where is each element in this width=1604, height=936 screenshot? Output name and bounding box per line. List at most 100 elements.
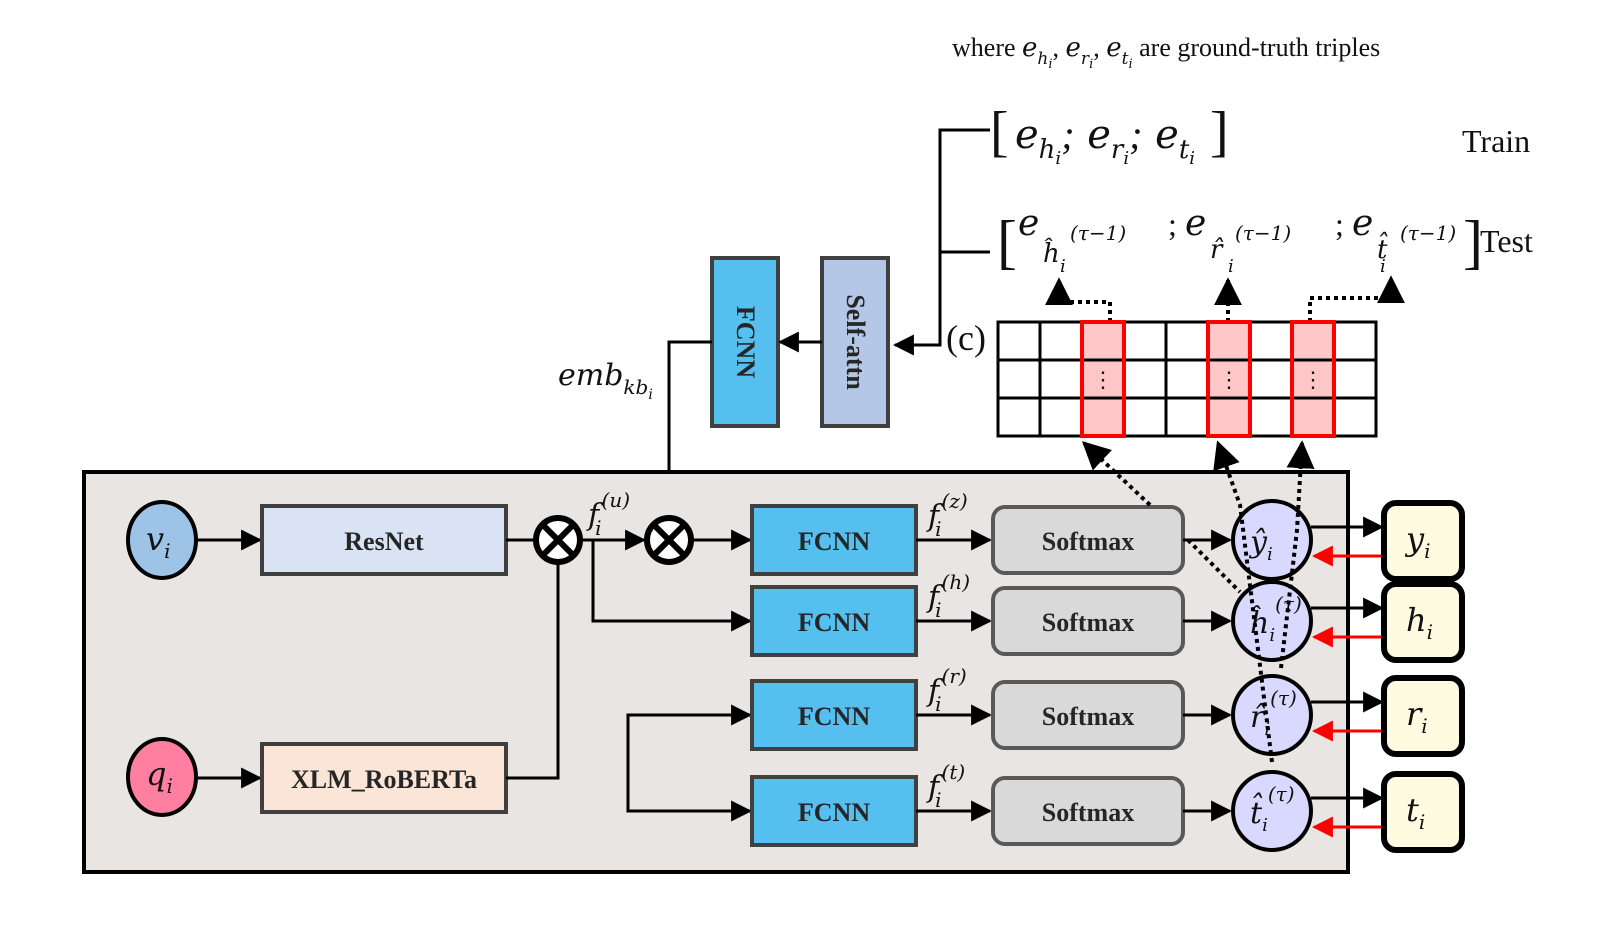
softmax-label: Softmax [1042, 527, 1134, 556]
matrix-cell [1122, 358, 1168, 400]
prediction-label: t̂i(τ) [1250, 782, 1295, 836]
image-input-label: vi [146, 520, 170, 563]
svg-text:i: i [1228, 256, 1234, 277]
highlighted-column [1206, 320, 1252, 438]
target-label: yi [1404, 520, 1430, 563]
svg-text:t̂: t̂ [1377, 231, 1389, 265]
question-input-label: qi [146, 755, 173, 798]
prediction-node [1231, 499, 1313, 581]
feature-label: fi(z) [926, 489, 968, 541]
text-to-fusion-line [506, 562, 560, 780]
matrix-cell [1080, 396, 1126, 438]
matrix-label: (c) [946, 318, 986, 358]
train-label: Train [1462, 123, 1530, 159]
fcnn-label: FCNN [798, 608, 870, 637]
matrix-cell [1332, 320, 1378, 362]
kb-fcnn-label: FCNN [731, 306, 760, 378]
test-label: Test [1480, 223, 1533, 259]
matrix-cell [1164, 396, 1210, 438]
text-to-fcnn-t-arrow [626, 778, 753, 822]
matrix-to-test-arrows [1045, 275, 1405, 322]
ellipsis-icon: ⋮ [1302, 367, 1324, 392]
caption: where ehi, eri, eti are ground-truth tri… [952, 33, 1380, 72]
text-to-fcnn-r-arrow [626, 704, 753, 778]
matrix-cell [1164, 358, 1210, 400]
ellipsis-icon: ⋮ [1092, 367, 1114, 392]
svg-text:;: ; [1168, 206, 1177, 242]
train-test-connector [895, 128, 990, 347]
branch-answer: FCNN fi(z) Softmax ŷi yi [750, 489, 1465, 582]
matrix-cell [1290, 320, 1336, 362]
matrix-cell [1332, 358, 1378, 400]
kb-fcnn-box [710, 256, 780, 428]
svg-text:e: e [1352, 203, 1373, 244]
matrix-cell [1206, 396, 1252, 438]
matrix-cell [1038, 358, 1084, 400]
prediction-node [1231, 770, 1313, 852]
target-label: ti [1406, 791, 1425, 834]
predictions-to-matrix-arrows [1081, 440, 1315, 763]
matrix-cell [1164, 320, 1210, 362]
target-box [1381, 500, 1465, 582]
highlighted-column [1080, 320, 1126, 438]
svg-text:;: ; [1335, 206, 1344, 242]
resnet-label: ResNet [344, 527, 424, 556]
matrix-cell [1038, 320, 1084, 362]
softmax-label: Softmax [1042, 702, 1134, 731]
fcnn-label: FCNN [798, 798, 870, 827]
test-expression: [ e ĥ i (τ−1) ; e r̂ i (τ−1) ; e t̂ i (τ… [997, 203, 1483, 277]
svg-text:[: [ [997, 209, 1017, 275]
prediction-label: ŷi [1248, 525, 1273, 565]
feature-label: fi(r) [926, 664, 967, 716]
target-box [1381, 771, 1465, 853]
fcnn-box [750, 679, 918, 751]
target-box [1381, 675, 1465, 757]
highlighted-column [1290, 320, 1336, 438]
emb-kb-label: embkbi [558, 358, 653, 403]
matrix-cell [1248, 358, 1294, 400]
matrix-cell [1122, 396, 1168, 438]
self-attn-label: Self-attn [841, 294, 870, 390]
multiply-icon-1 [533, 515, 583, 565]
matrix-cell [1290, 396, 1336, 438]
kb-embedding-matrix: ⋮ ⋮ ⋮ [996, 320, 1378, 438]
xlm-roberta-label: XLM_RoBERTa [291, 765, 477, 794]
fcnn-label: FCNN [798, 527, 870, 556]
prediction-label: r̂i(τ) [1250, 686, 1297, 740]
ellipsis-icon: ⋮ [1218, 367, 1240, 392]
matrix-cell [1332, 396, 1378, 438]
svg-text:r̂: r̂ [1210, 235, 1224, 265]
train-expression: [ ehi; eri; eti ] [990, 101, 1229, 169]
matrix-cell [1122, 320, 1168, 362]
prediction-node [1231, 674, 1313, 756]
matrix-cell [1038, 396, 1084, 438]
svg-text:e: e [1185, 203, 1206, 244]
xlm-roberta-box [260, 742, 508, 814]
multiply-icon-2 [644, 515, 694, 565]
fcnn-box [750, 585, 918, 657]
svg-text:i: i [1380, 256, 1386, 277]
svg-text:(τ−1): (τ−1) [1070, 221, 1126, 245]
fcnn-label: FCNN [798, 702, 870, 731]
matrix-cell [996, 320, 1042, 362]
branch-relation: FCNN fi(r) Softmax r̂i(τ) ri [750, 664, 1465, 757]
svg-text:(τ−1): (τ−1) [1235, 221, 1291, 245]
svg-text:e: e [1018, 203, 1039, 244]
target-label: hi [1406, 601, 1433, 644]
softmax-label: Softmax [1042, 608, 1134, 637]
softmax-label: Softmax [1042, 798, 1134, 827]
target-label: ri [1406, 695, 1428, 738]
svg-text:(τ−1): (τ−1) [1400, 221, 1456, 245]
matrix-cell [996, 396, 1042, 438]
self-attn-box [820, 256, 890, 428]
matrix-cell [1248, 396, 1294, 438]
matrix-cell [1080, 320, 1126, 362]
svg-text:ĥ: ĥ [1043, 237, 1060, 269]
matrix-cell [1248, 320, 1294, 362]
target-box [1381, 581, 1465, 663]
fu-to-fcnn-h-arrow [591, 540, 753, 632]
svg-text:]: ] [1210, 101, 1229, 163]
svg-text:ehi; eri; eti: ehi; eri; eti [1015, 112, 1195, 169]
